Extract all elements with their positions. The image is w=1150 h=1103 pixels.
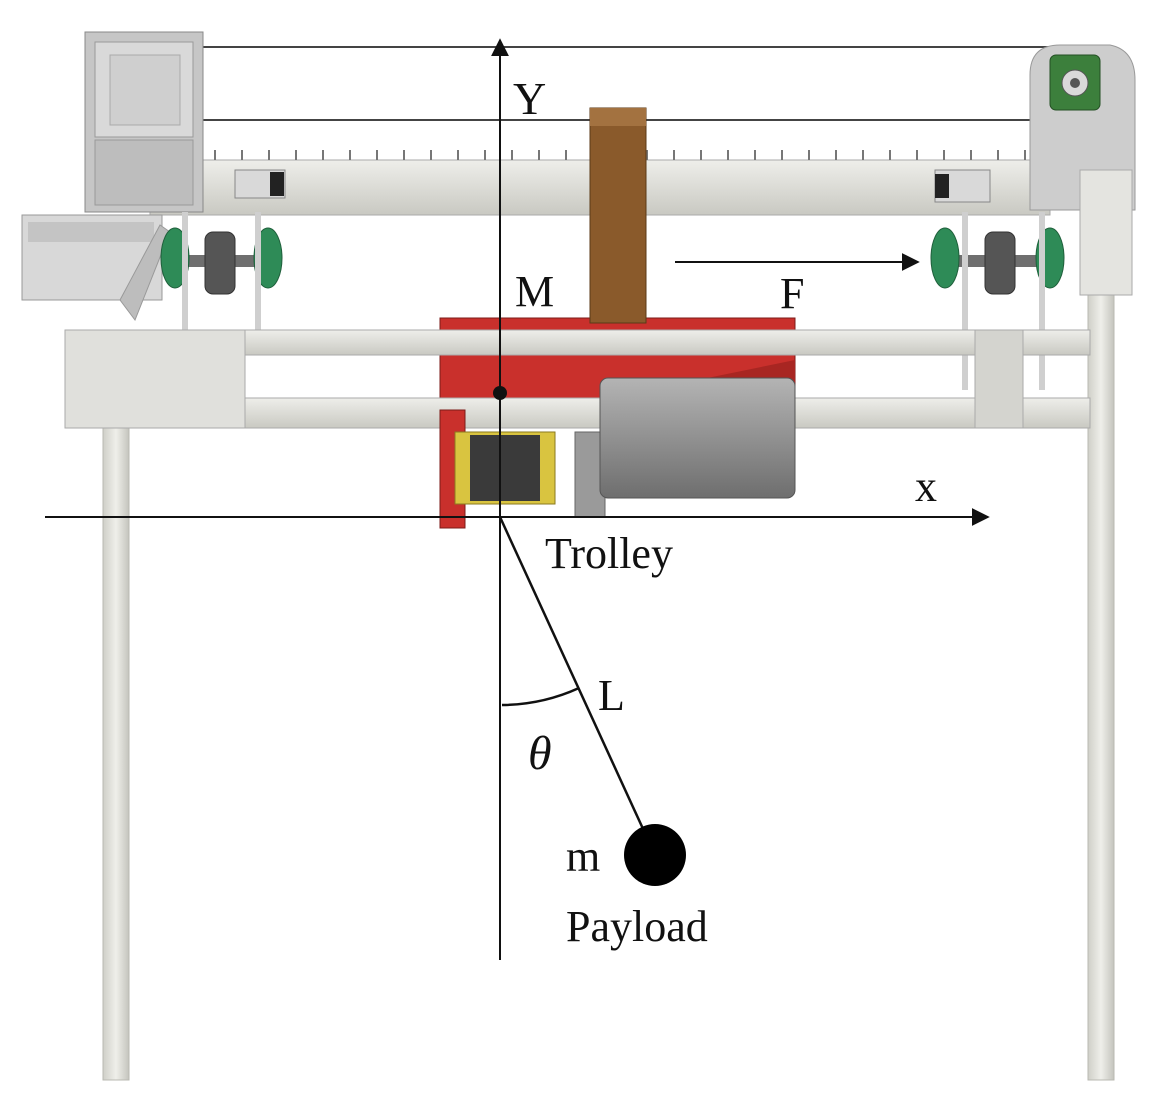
right-wheel-assembly bbox=[930, 212, 1065, 390]
y-axis-label: Y bbox=[513, 73, 547, 124]
trolley-label: Trolley bbox=[545, 529, 673, 578]
left-leg bbox=[102, 419, 130, 1081]
swing-angle-label: θ bbox=[528, 727, 552, 780]
payload-ball bbox=[624, 824, 686, 886]
force-label: F bbox=[780, 269, 805, 318]
trolley-mass-label: M bbox=[515, 267, 555, 316]
wooden-bar bbox=[589, 107, 647, 324]
right-end-block bbox=[974, 329, 1024, 429]
left-end-block bbox=[64, 329, 246, 429]
cable bbox=[498, 516, 657, 856]
left-wheel-assembly bbox=[160, 212, 283, 330]
right-leg bbox=[1087, 289, 1115, 1081]
payload-label: Payload bbox=[566, 902, 708, 951]
left-motor-housing bbox=[21, 31, 204, 322]
trolley-drum-motor bbox=[439, 377, 796, 529]
angle-arc bbox=[501, 686, 580, 707]
pivot-point bbox=[493, 386, 507, 400]
right-pulley-plate bbox=[1029, 44, 1136, 296]
cable-length-label: L bbox=[598, 671, 625, 720]
x-axis-label: x bbox=[915, 462, 937, 511]
payload-mass-label: m bbox=[566, 832, 601, 881]
